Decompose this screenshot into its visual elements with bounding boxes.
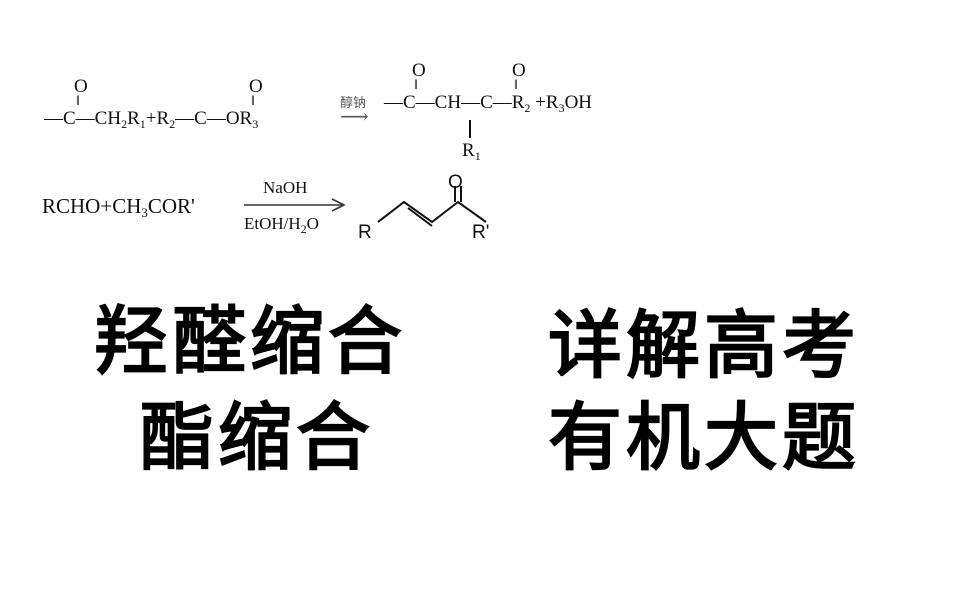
title-detailed-gaokao: 详解高考: [548, 303, 860, 389]
condition-naoh: NaOH: [263, 178, 308, 197]
condition-sodium-alkoxide: 醇钠: [340, 95, 367, 110]
reaction-arrow: ⟶: [340, 106, 369, 128]
title-ester-condensation: 酯缩合: [140, 395, 374, 481]
ketone-oxygen: O: [448, 172, 463, 193]
title-aldol-condensation: 羟醛缩合: [94, 299, 406, 385]
product-1: —C—CH—C—R2 +R3OH: [384, 92, 593, 115]
carbonyl-oxygen: O: [412, 60, 426, 81]
substituent-r-prime: R': [472, 222, 490, 243]
carbonyl-oxygen: O: [512, 60, 526, 81]
double-bond: ‖: [514, 78, 518, 93]
substituent-r: R: [358, 222, 372, 243]
reaction-arrow: [244, 198, 346, 212]
enone-skeletal-structure: [377, 186, 487, 227]
double-bond: ‖: [414, 78, 418, 93]
single-bond: [469, 120, 471, 138]
carbonyl-oxygen: O: [249, 76, 263, 97]
double-bond: ‖: [76, 94, 80, 109]
reactants-2: RCHO+CH3COR': [42, 194, 195, 220]
double-bond: ‖: [251, 94, 255, 109]
carbonyl-oxygen: O: [74, 76, 88, 97]
title-organic-questions: 有机大题: [548, 395, 860, 481]
reactants-1: —C—CH2R1+R2—C—OR3: [44, 108, 259, 131]
substituent-r1: R1: [462, 140, 481, 163]
condition-solvent: EtOH/H2O: [244, 214, 319, 236]
